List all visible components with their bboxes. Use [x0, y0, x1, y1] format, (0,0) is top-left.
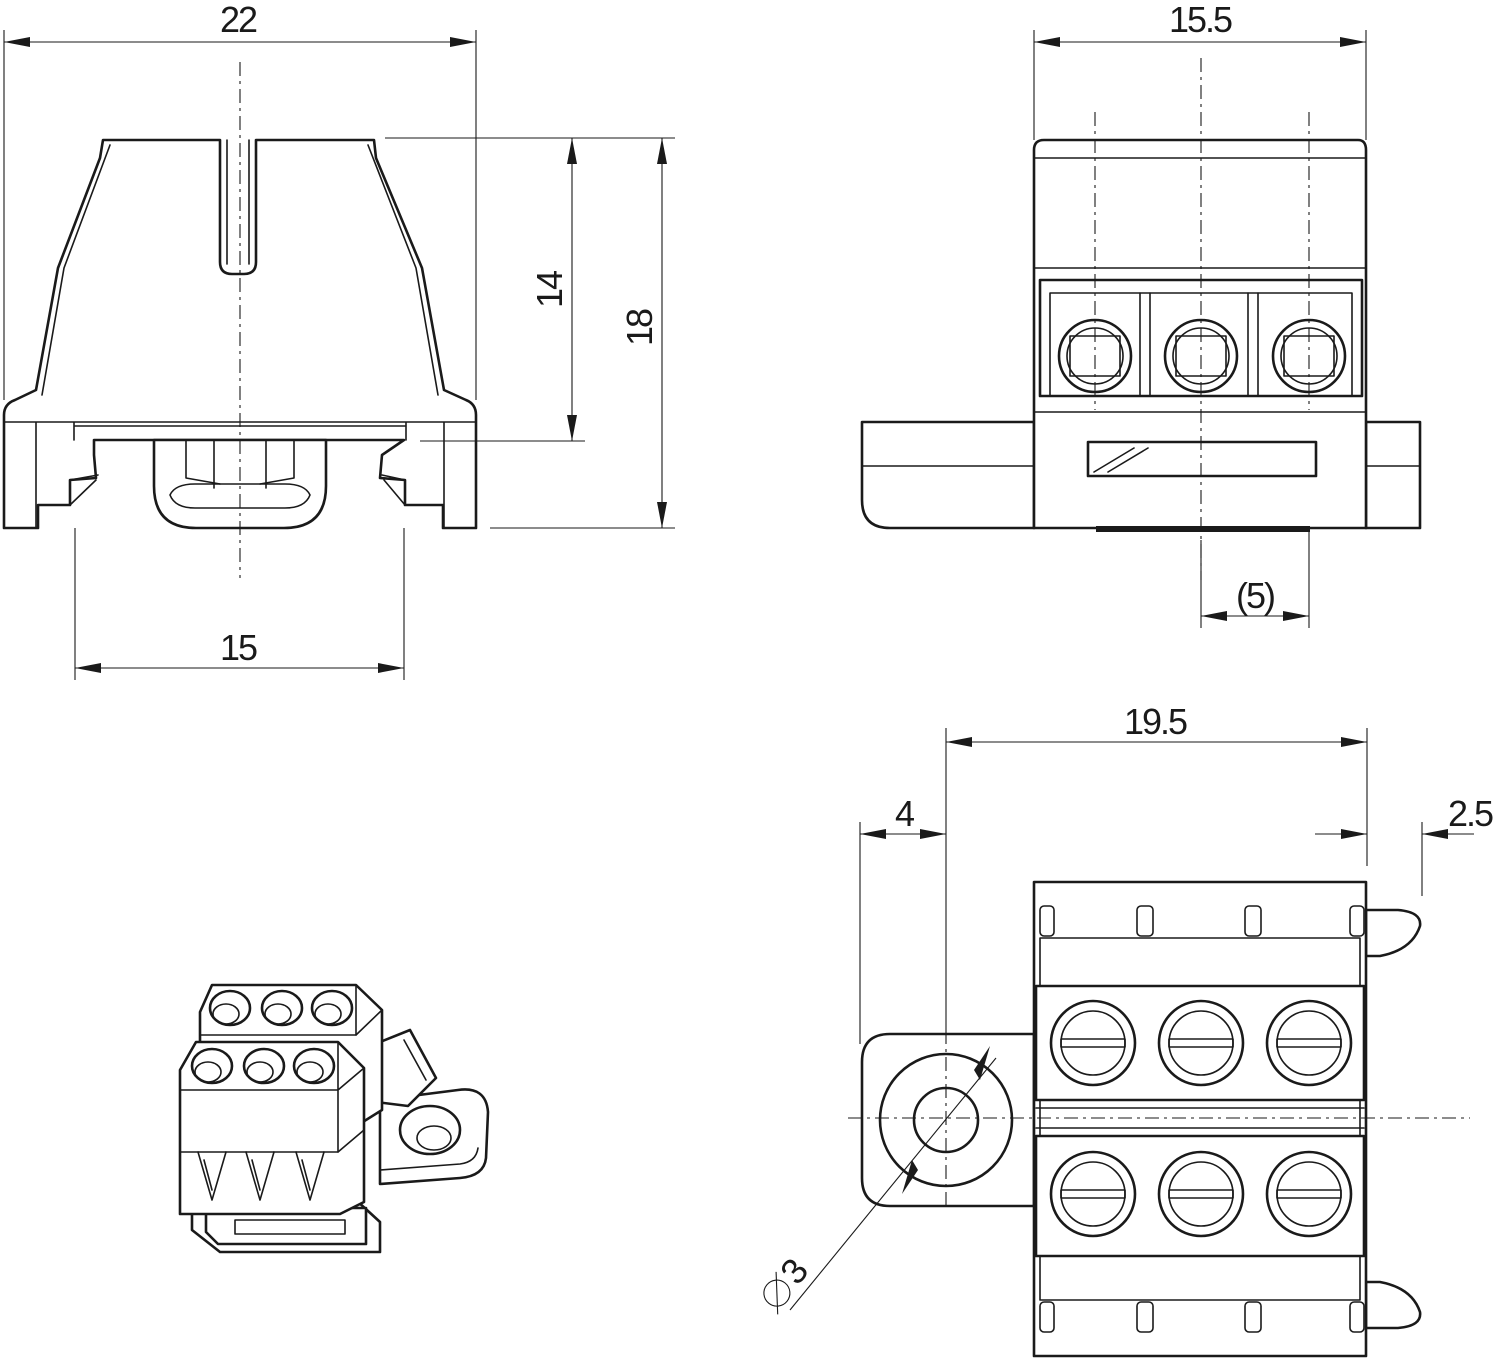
side-view-slot — [1086, 440, 1318, 478]
top-view — [860, 880, 1422, 1358]
top-view-lever-top — [1364, 908, 1422, 958]
dim-overall-width: 22 — [220, 0, 257, 40]
top-view-screw-4 — [1049, 1150, 1137, 1238]
dim-hole-diameter-value: 3 — [772, 1251, 816, 1292]
dim-body-height: 14 — [529, 271, 570, 308]
side-view-screws — [1057, 318, 1347, 394]
dim-side-width: 15.5 — [1169, 0, 1232, 40]
side-view-flange-right — [1364, 420, 1422, 530]
top-view-lever-bottom — [1364, 1280, 1422, 1330]
dim-base-width: 15 — [220, 627, 257, 668]
dim-mount-offset: 4 — [895, 793, 914, 834]
top-view-screw-6 — [1265, 1150, 1353, 1238]
top-view-body — [1032, 880, 1368, 1358]
top-view-screws — [1049, 999, 1353, 1238]
top-view-screw-2 — [1157, 999, 1245, 1087]
dim-pitch: (5) — [1236, 575, 1274, 616]
dim-overall-height: 18 — [619, 309, 660, 346]
dim-hole-diameter: 3 — [763, 1251, 816, 1315]
top-view-screw-1 — [1049, 999, 1137, 1087]
isometric-view — [178, 983, 490, 1254]
dim-overhang: 2.5 — [1448, 793, 1493, 834]
top-view-screw-5 — [1157, 1150, 1245, 1238]
side-view-dimensions: 15.5 (5) — [1033, 0, 1367, 628]
dim-top-length: 19.5 — [1124, 701, 1187, 742]
front-view-dimensions: 22 15 14 18 — [3, 0, 675, 680]
top-view-pins — [1039, 905, 1365, 1333]
side-view-flange — [860, 420, 1036, 530]
top-view-screw-3 — [1265, 999, 1353, 1087]
